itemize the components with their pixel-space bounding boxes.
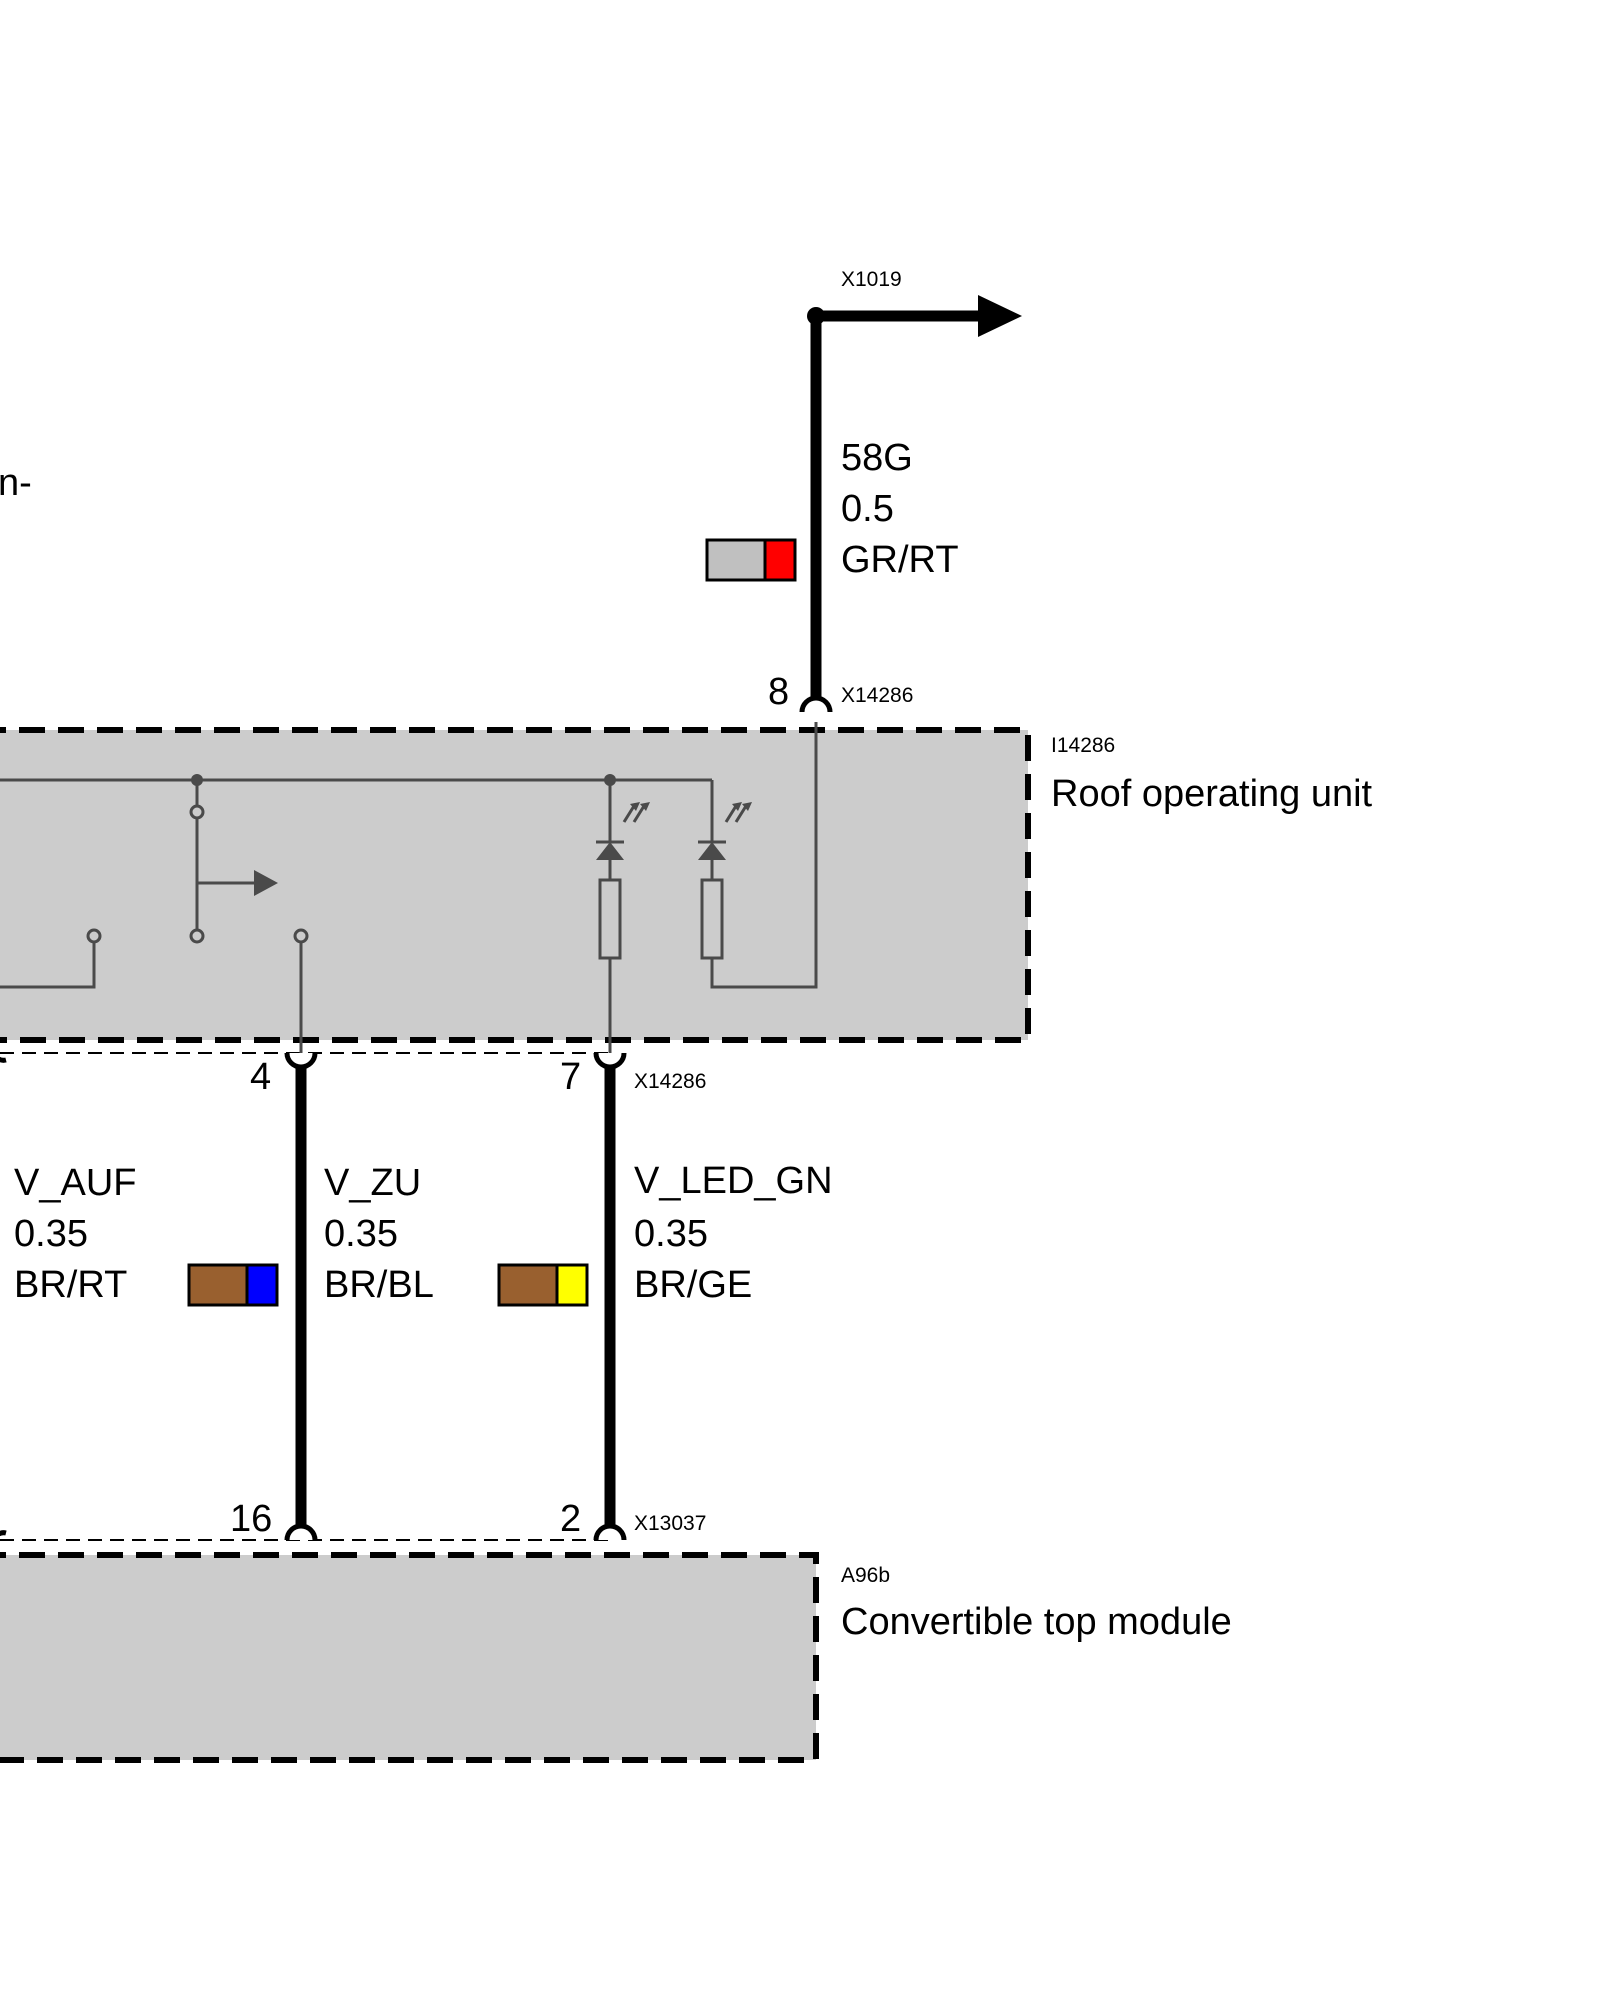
wire-58g-color-code: GR/RT bbox=[841, 539, 959, 581]
pin-number-2: 2 bbox=[560, 1498, 581, 1540]
x1019-continuation-arrow[interactable] bbox=[807, 295, 1022, 337]
pin-number-4: 4 bbox=[250, 1056, 271, 1098]
wire-58g-gauge: 0.5 bbox=[841, 488, 894, 530]
pin-number-16: 16 bbox=[230, 1498, 272, 1540]
wire-v-zu-signal: V_ZU bbox=[324, 1162, 421, 1204]
roof-unit-internal-symbols bbox=[191, 774, 752, 896]
convertible-top-module-box[interactable] bbox=[0, 1552, 819, 1763]
convertible-module-id: A96b bbox=[841, 1564, 890, 1587]
wire-v-led-gn-color-code: BR/GE bbox=[634, 1264, 752, 1306]
roof-unit-name: Roof operating unit bbox=[1051, 773, 1373, 815]
wire-v-zu-gauge: 0.35 bbox=[324, 1213, 398, 1255]
wire-58g-color-swatch bbox=[705, 538, 797, 582]
cut-off-text: n- bbox=[0, 462, 32, 504]
wire-v-auf-gauge: 0.35 bbox=[14, 1213, 88, 1255]
wire-v-auf-color-swatch bbox=[187, 1263, 279, 1307]
wire-v-zu-color-code: BR/BL bbox=[324, 1264, 434, 1306]
pin-connector-symbols bbox=[0, 695, 833, 1541]
connector-label-x14286-bottom: X14286 bbox=[634, 1070, 706, 1093]
connector-label-x13037: X13037 bbox=[634, 1512, 706, 1535]
wire-v-auf-signal: V_AUF bbox=[14, 1162, 136, 1204]
wire-58g-signal: 58G bbox=[841, 437, 913, 479]
wire-v-zu-color-swatch bbox=[497, 1263, 589, 1307]
roof-unit-internal-circuit bbox=[0, 722, 818, 1053]
pin-number-8: 8 bbox=[768, 671, 789, 713]
convertible-module-name: Convertible top module bbox=[841, 1601, 1232, 1643]
pin-number-7: 7 bbox=[560, 1056, 581, 1098]
thick-wires bbox=[295, 316, 822, 1530]
wire-v-auf-color-code: BR/RT bbox=[14, 1264, 127, 1306]
roof-operating-unit-box[interactable] bbox=[0, 727, 1031, 1043]
roof-unit-id: I14286 bbox=[1051, 734, 1115, 757]
wire-v-led-gn-signal: V_LED_GN bbox=[634, 1160, 833, 1202]
connector-label-x1019: X1019 bbox=[841, 268, 902, 291]
connector-label-x14286-top: X14286 bbox=[841, 684, 913, 707]
wire-v-led-gn-gauge: 0.35 bbox=[634, 1213, 708, 1255]
